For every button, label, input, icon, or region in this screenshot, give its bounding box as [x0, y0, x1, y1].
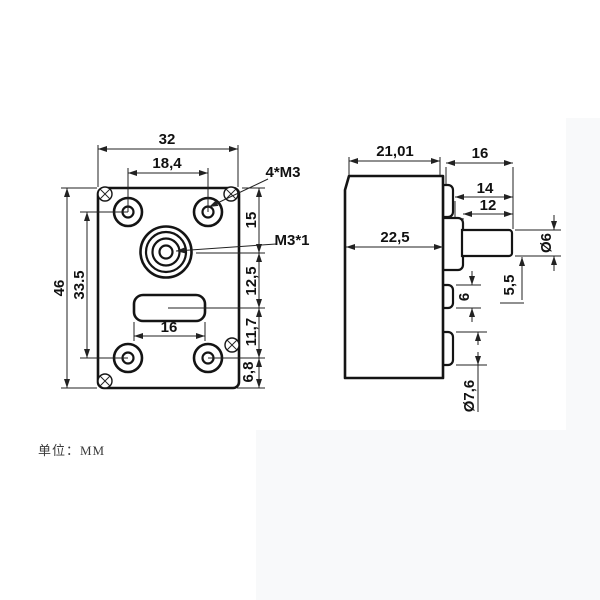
dim-seg-6-8: 6,8	[240, 362, 257, 383]
side-tab-top	[441, 183, 455, 219]
dim-hole-spacing-y: 33.5	[71, 270, 88, 299]
label-corner-thread: 4*M3	[265, 164, 300, 181]
motor-body-outline	[343, 174, 445, 380]
front-view: 32 18,4 4*M3 46 33.5 16	[51, 131, 310, 390]
target-mark-top-left	[97, 186, 113, 202]
target-mark-bottom-left	[97, 373, 113, 389]
dim-body-depth: 21,01	[376, 143, 414, 160]
dim-seg-11-7: 11,7	[243, 318, 260, 346]
dim-shaft-diameter: Ø6	[538, 233, 555, 253]
center-shaft-boss	[139, 225, 193, 279]
dim-lug-diameter: Ø7,6	[461, 380, 478, 413]
label-center-thread: M3*1	[274, 232, 309, 249]
target-mark-right-lower	[224, 337, 240, 353]
corner-target-marks	[97, 186, 240, 389]
dim-front-width: 32	[159, 131, 176, 148]
unit-note: 单位：MM	[38, 443, 105, 458]
dim-shaft-12: 12	[480, 197, 497, 214]
watermark-band-bottom	[256, 430, 600, 600]
output-shaft	[460, 228, 514, 258]
dim-seg-15: 15	[243, 212, 260, 229]
side-tab-middle	[441, 283, 455, 310]
side-mounting-lug	[441, 330, 455, 367]
dim-tab-width: 6	[456, 293, 473, 301]
shaft-boss	[441, 216, 465, 272]
mounting-hole-bottom-right	[192, 342, 224, 374]
dim-depth-overall: 22,5	[380, 229, 409, 246]
dim-shaft-14: 14	[477, 180, 494, 197]
side-dimensions: 21,01 16 14 12 22,5 Ø6	[346, 143, 561, 412]
side-view: 21,01 16 14 12 22,5 Ø6	[343, 143, 561, 412]
dim-front-height: 46	[51, 280, 68, 297]
dim-seg-12-5: 12,5	[243, 266, 260, 295]
front-dimensions: 32 18,4 4*M3 46 33.5 16	[51, 131, 310, 389]
dim-slot-width: 16	[161, 319, 178, 336]
dim-offset-5-5: 5,5	[501, 275, 518, 296]
dim-shaft-total: 16	[472, 145, 489, 162]
dim-hole-spacing-x: 18,4	[152, 155, 182, 172]
target-mark-top-right	[223, 186, 239, 202]
